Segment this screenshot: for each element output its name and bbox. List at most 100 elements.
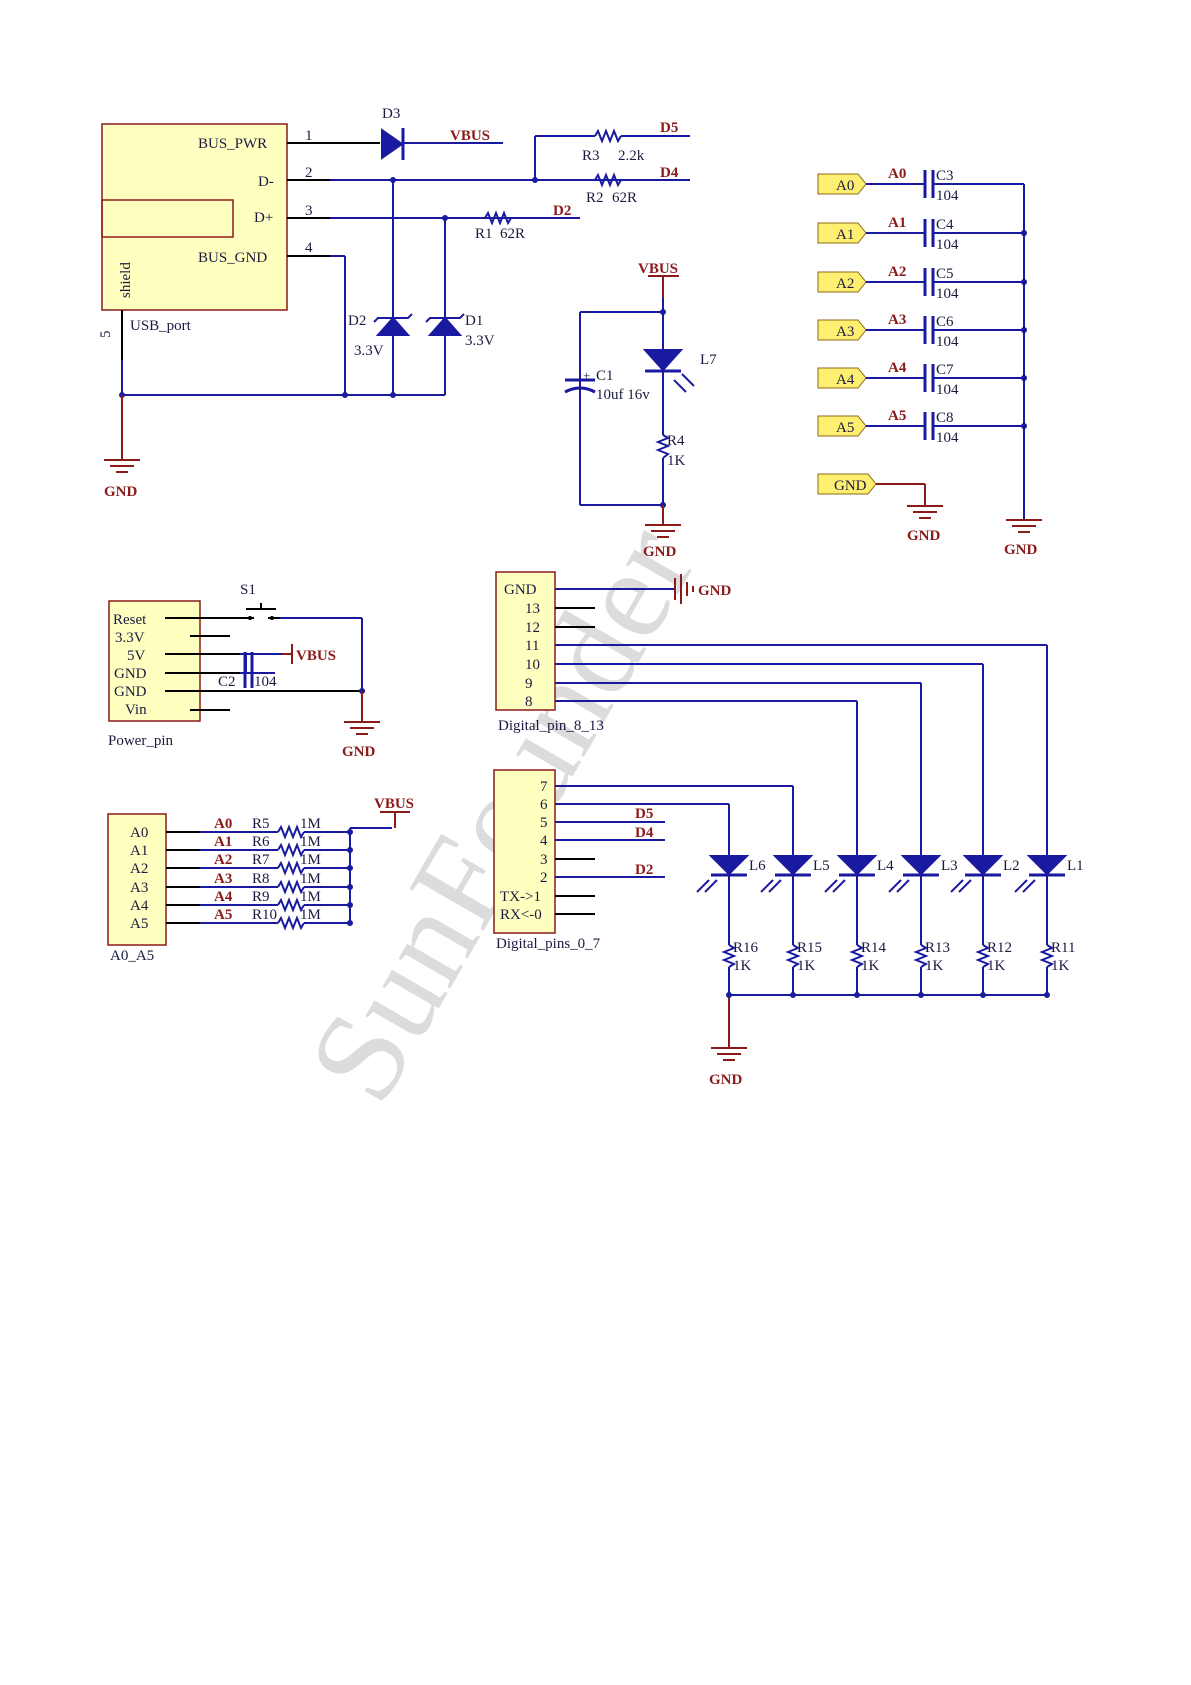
power-pin-gnd-2: GND xyxy=(114,684,147,700)
analog-port-a0-text: A0 xyxy=(836,178,854,194)
d07-pin-7: RX<-0 xyxy=(500,907,542,923)
a0a5-net-a0: A0 xyxy=(214,816,232,832)
d2-label: D2 xyxy=(348,313,366,329)
d813-gnd-label: GND xyxy=(698,583,732,599)
c2-value: 104 xyxy=(254,674,277,690)
d3-diode-symbol xyxy=(381,128,404,160)
a0a5-pin-a2: A2 xyxy=(130,861,148,877)
d5-net-label: D5 xyxy=(660,120,678,136)
resistor-r16-label: R16 xyxy=(733,940,759,956)
power-led-block: VBUS + C1 10uf 16v L7 R4 1K GND xyxy=(564,261,717,560)
d07-pin-5: 2 xyxy=(540,870,548,886)
d3-label: D3 xyxy=(382,106,400,122)
d07-pin-2: 5 xyxy=(540,815,548,831)
d07-pin-6: TX->1 xyxy=(500,889,541,905)
resistor-r13-label: R13 xyxy=(925,940,950,956)
svg-text:+: + xyxy=(583,368,590,383)
analog-port-a0 xyxy=(817,173,867,195)
analog-port-a1 xyxy=(817,222,867,244)
usb-pin-num-2: 2 xyxy=(305,165,313,181)
d4-net-label: D4 xyxy=(660,165,679,181)
resistor-r11-value: 1K xyxy=(1051,958,1070,974)
digital-8-13-box xyxy=(495,571,556,711)
analog-net-a4: A4 xyxy=(888,360,907,376)
a0a5-pin-a0: A0 xyxy=(130,825,148,841)
power-pin-3v3: 3.3V xyxy=(115,630,145,646)
r3-value: 2.2k xyxy=(618,148,645,164)
cap-c5-value: 104 xyxy=(936,286,959,302)
digital-0-7-block: Digital_pins_0_7 D5 D4 D2 765432TX->1RX<… xyxy=(493,769,794,952)
analog-net-a3: A3 xyxy=(888,312,906,328)
cap-c7-value: 104 xyxy=(936,382,959,398)
usb-port-block: BUS_PWR D- D+ BUS_GND shield USB_port 1 … xyxy=(98,106,690,500)
vbus-net-label: VBUS xyxy=(450,128,490,144)
d1-zener-symbol xyxy=(427,316,463,336)
power-pin-name: Power_pin xyxy=(108,733,173,749)
a0a5-pin-a3: A3 xyxy=(130,880,148,896)
led-l5-label: L5 xyxy=(813,858,830,874)
a0a5-net-a4: A4 xyxy=(214,889,233,905)
d2-net-label: D2 xyxy=(553,203,571,219)
d07-d4-label: D4 xyxy=(635,825,654,841)
resistor-r6-label: R6 xyxy=(252,834,270,850)
d07-pin-4: 3 xyxy=(540,852,548,868)
usb-port-inner-rect xyxy=(101,199,234,238)
analog-net-a5: A5 xyxy=(888,408,906,424)
led-l2-symbol xyxy=(962,855,1004,876)
cap-c6-label: C6 xyxy=(936,314,954,330)
led-l3-symbol xyxy=(900,855,942,876)
analog-caps-gnd-label: GND xyxy=(1004,542,1038,558)
d2-value: 3.3V xyxy=(354,343,384,359)
d813-pin-9: 9 xyxy=(525,676,533,692)
a0-a5-name: A0_A5 xyxy=(110,948,154,964)
cap-c8-label: C8 xyxy=(936,410,954,426)
usb-pin-num-5: 5 xyxy=(98,331,114,339)
c1-label: C1 xyxy=(596,368,614,384)
usb-port-box xyxy=(101,123,288,311)
analog-port-a3 xyxy=(817,319,867,341)
resistor-r7-value: 1M xyxy=(300,852,321,868)
analog-gnd-port-text: GND xyxy=(834,478,867,494)
d1-label: D1 xyxy=(465,313,483,329)
d813-pin-11: 11 xyxy=(525,638,539,654)
d07-d2-label: D2 xyxy=(635,862,653,878)
cap-c3-value: 104 xyxy=(936,188,959,204)
power-pin-box xyxy=(108,600,201,722)
analog-gnd-port-label: GND xyxy=(907,528,941,544)
usb-gnd-label: GND xyxy=(104,484,138,500)
analog-gnd-port xyxy=(817,473,877,495)
usb-pin-bus-gnd: BUS_GND xyxy=(198,250,267,266)
usb-pin-bus-pwr: BUS_PWR xyxy=(198,136,267,152)
led-l6-symbol xyxy=(708,855,750,876)
led-l4-label: L4 xyxy=(877,858,894,874)
usb-pin-num-1: 1 xyxy=(305,128,313,144)
resistor-r12-label: R12 xyxy=(987,940,1012,956)
r3-label: R3 xyxy=(582,148,600,164)
resistor-r10-label: R10 xyxy=(252,907,277,923)
resistor-r13-value: 1K xyxy=(925,958,944,974)
resistor-r8-value: 1M xyxy=(300,871,321,887)
c2-vbus-label: VBUS xyxy=(296,648,336,664)
power-pin-5v: 5V xyxy=(127,648,146,664)
cap-c4-label: C4 xyxy=(936,217,954,233)
analog-port-a2 xyxy=(817,271,867,293)
r4-value: 1K xyxy=(667,453,686,469)
resistor-r10-value: 1M xyxy=(300,907,321,923)
l7-label: L7 xyxy=(700,352,717,368)
d813-pin-gnd: GND xyxy=(504,582,537,598)
power-pin-gnd-1: GND xyxy=(114,666,147,682)
r2-value: 62R xyxy=(612,190,637,206)
digital-0-7-name: Digital_pins_0_7 xyxy=(496,936,601,952)
resistor-r15-label: R15 xyxy=(797,940,822,956)
led-array-block: GND L6R161KL5R151KL4R141KL3R131KL2R121KL… xyxy=(696,850,1084,1088)
resistor-r8-label: R8 xyxy=(252,871,270,887)
usb-pin-dplus: D+ xyxy=(254,210,273,226)
analog-port-a1-text: A1 xyxy=(836,227,854,243)
r1-label: R1 xyxy=(475,226,493,242)
s1-label: S1 xyxy=(240,582,256,598)
resistor-r9-value: 1M xyxy=(300,889,321,905)
l7-vbus-label: VBUS xyxy=(638,261,678,277)
